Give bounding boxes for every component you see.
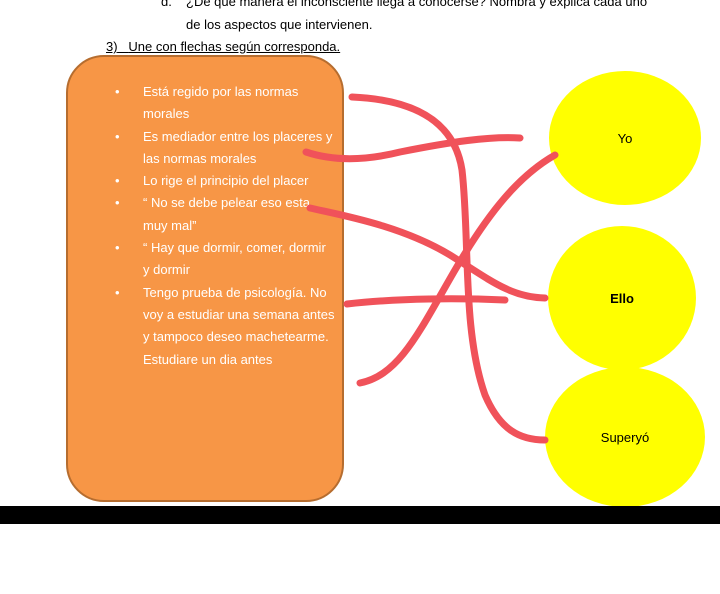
- target-superyo-label: Superyó: [600, 429, 650, 445]
- question-d-marker: d.: [161, 0, 172, 9]
- list-item: “ No se debe pelear eso esta muy mal”: [115, 192, 335, 237]
- list-item: Tengo prueba de psicología. No voy a est…: [115, 282, 335, 371]
- list-item: Está regido por las normas morales: [115, 81, 335, 126]
- line-item6-yo: [356, 151, 559, 387]
- page-divider-bar: [0, 506, 720, 524]
- list-item: Lo rige el principio del placer: [115, 170, 335, 193]
- line-item2-yo: [302, 134, 524, 163]
- statements-list: Está regido por las normas morales Es me…: [115, 81, 335, 371]
- target-ello: Ello: [548, 226, 696, 370]
- line-item5-ello: [343, 295, 509, 308]
- list-item: “ Hay que dormir, comer, dormir y dormir: [115, 237, 335, 282]
- list-item: Es mediador entre los placeres y las nor…: [115, 126, 335, 171]
- question-3-text: Une con flechas según corresponda.: [128, 39, 341, 54]
- question-d-line1: ¿De qué manera el inconsciente llega a c…: [186, 0, 648, 9]
- target-yo: Yo: [549, 71, 701, 205]
- question-d-line2: de los aspectos que intervienen.: [186, 17, 373, 32]
- line-item3-ello: [306, 204, 549, 302]
- target-yo-label: Yo: [617, 130, 633, 146]
- question-3: 3) Une con flechas según corresponda.: [106, 39, 340, 54]
- target-superyo: Superyó: [545, 367, 705, 507]
- line-item1-superyo: [348, 93, 549, 444]
- question-3-number: 3): [106, 39, 118, 54]
- target-ello-label: Ello: [610, 290, 634, 306]
